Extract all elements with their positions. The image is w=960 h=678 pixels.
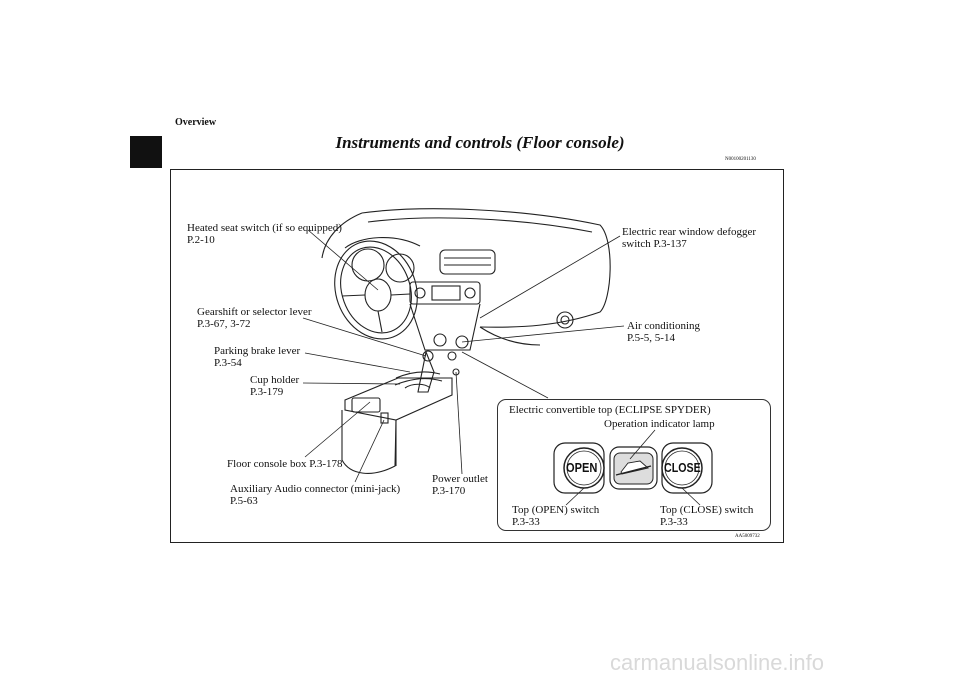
floor-console-box-callout: Floor console box P.3-178 xyxy=(227,458,343,470)
page-code: N00100201130 xyxy=(725,157,756,162)
open-button-label: OPEN xyxy=(566,460,598,475)
gearshift-page: P.3-67, 3-72 xyxy=(197,318,251,330)
parking-brake-callout: Parking brake lever P.3-54 xyxy=(214,345,300,369)
heated-seat-callout: Heated seat switch (if so equipped) P.2-… xyxy=(187,222,342,246)
section-tab-marker xyxy=(130,136,162,168)
gearshift-label: Gearshift or selector lever xyxy=(197,306,312,318)
figure-code: AA5009732 xyxy=(735,534,760,539)
cup-holder-label: Cup holder xyxy=(250,374,300,386)
open-switch-label: Top (OPEN) switch xyxy=(512,504,600,516)
parking-brake-page: P.3-54 xyxy=(214,357,242,369)
gearshift-callout: Gearshift or selector lever P.3-67, 3-72 xyxy=(197,306,312,330)
rear-defogger-callout: Electric rear window defogger switch P.3… xyxy=(622,226,756,250)
aux-audio-callout: Auxiliary Audio connector (mini-jack) P.… xyxy=(230,483,400,507)
air-conditioning-label: Air conditioning xyxy=(627,320,701,332)
open-switch-callout: Top (OPEN) switch P.3-33 xyxy=(512,504,599,528)
power-outlet-callout: Power outlet P.3-170 xyxy=(432,473,488,497)
air-conditioning-callout: Air conditioning P.5-5, 5-14 xyxy=(627,320,700,344)
heated-seat-page: P.2-10 xyxy=(187,234,215,246)
floor-console-box-label: Floor console box P.3-178 xyxy=(227,458,343,470)
aux-audio-label: Auxiliary Audio connector (mini-jack) xyxy=(230,483,401,495)
close-switch-page: P.3-33 xyxy=(660,516,688,528)
page-title: Instruments and controls (Floor console) xyxy=(335,133,625,152)
power-outlet-page: P.3-170 xyxy=(432,485,466,497)
cup-holder-callout: Cup holder P.3-179 xyxy=(250,374,299,398)
rear-defogger-label: Electric rear window defogger xyxy=(622,226,757,238)
section-heading: Overview xyxy=(175,117,217,128)
parking-brake-label: Parking brake lever xyxy=(214,345,301,357)
rear-defogger-page: switch P.3-137 xyxy=(622,238,687,250)
watermark: carmanualsonline.info xyxy=(610,650,825,675)
heated-seat-label: Heated seat switch (if so equipped) xyxy=(187,222,342,234)
open-switch-page: P.3-33 xyxy=(512,516,540,528)
indicator-lamp-graphic xyxy=(609,446,658,490)
close-button-label: CLOSE xyxy=(664,460,701,475)
close-switch-label: Top (CLOSE) switch xyxy=(660,504,754,516)
close-switch-callout: Top (CLOSE) switch P.3-33 xyxy=(660,504,753,528)
inset-title: Electric convertible top (ECLIPSE SPYDER… xyxy=(509,404,711,416)
close-switch-graphic[interactable] xyxy=(661,442,713,494)
air-conditioning-page: P.5-5, 5-14 xyxy=(627,332,675,344)
figure-frame xyxy=(170,169,784,543)
power-outlet-label: Power outlet xyxy=(432,473,488,485)
indicator-lamp-label: Operation indicator lamp xyxy=(604,418,715,430)
open-switch-graphic[interactable] xyxy=(553,442,605,494)
cup-holder-page: P.3-179 xyxy=(250,386,284,398)
aux-audio-page: P.5-63 xyxy=(230,495,258,507)
